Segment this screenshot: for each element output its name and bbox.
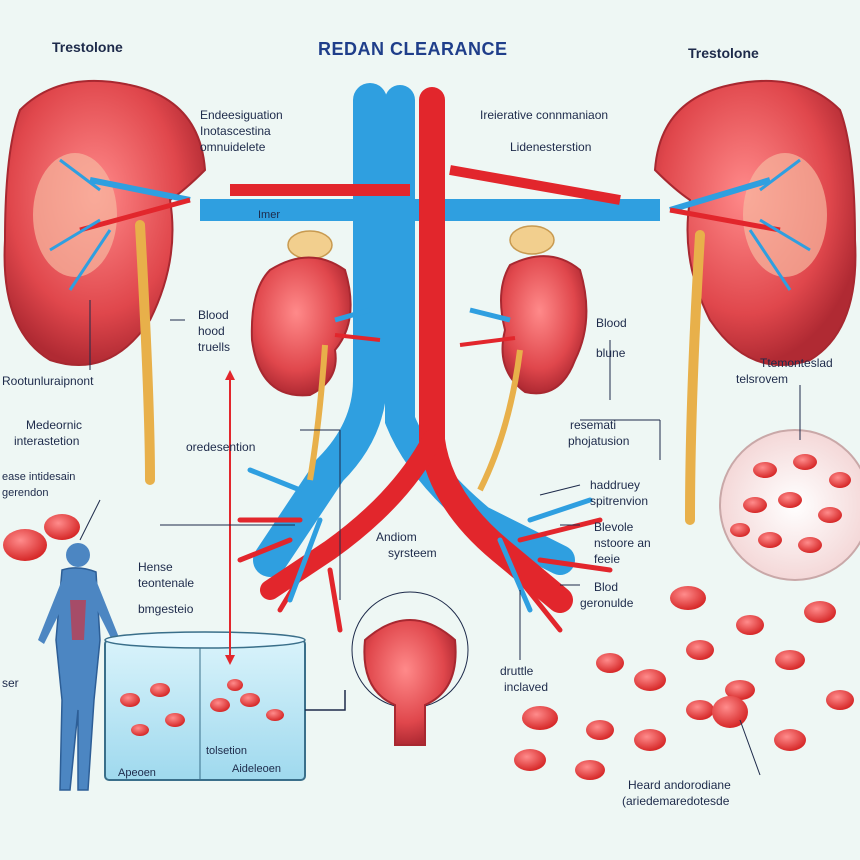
small-left-kidney xyxy=(250,230,381,481)
label-ease-1: ease intidesain xyxy=(2,471,76,483)
label-blood-left-1: Blood xyxy=(198,308,229,322)
human-figure xyxy=(38,543,120,791)
small-right-kidney xyxy=(459,225,588,492)
label-blevole-3: feeie xyxy=(594,552,621,566)
label-inter-comm: Ireierative connmaniaon xyxy=(480,108,609,122)
label-endo-3: omnuidelete xyxy=(200,140,266,154)
clearance-tank xyxy=(104,631,346,781)
label-blood-ger-2: geronulde xyxy=(580,596,634,610)
label-leaders xyxy=(79,300,801,776)
label-resem-2: phojatusion xyxy=(568,434,630,448)
label-tag-imer: Imer xyxy=(258,209,280,221)
label-blood-left-3: truells xyxy=(198,340,231,354)
label-endo-2: Inotascestina xyxy=(200,124,271,138)
diagram-title: REDAN CLEARANCE xyxy=(318,39,508,59)
label-top-right: Trestolone xyxy=(688,45,759,61)
label-heard-1: Heard andorodiane xyxy=(628,778,731,792)
label-dru-2: inclaved xyxy=(504,680,549,694)
label-lide: Lidenesterstion xyxy=(510,140,592,154)
left-kidney xyxy=(3,79,207,485)
label-blood-right-2: blune xyxy=(596,346,626,360)
label-endo-1: Endeesiguation xyxy=(200,108,283,122)
label-aideden: Aideleoen xyxy=(232,763,281,775)
label-blood-left-2: hood xyxy=(198,324,225,338)
label-blood-ger-1: Blod xyxy=(594,580,619,594)
label-mede-2: interastetion xyxy=(14,434,80,448)
label-apeden: Apeoen xyxy=(118,767,156,779)
label-hadd-1: haddruey xyxy=(590,478,641,492)
central-artery xyxy=(230,87,621,613)
label-mede-1: Medeornic xyxy=(26,418,83,432)
label-bmg: bmgesteio xyxy=(138,602,194,616)
label-dru-1: druttle xyxy=(500,664,534,678)
label-ease-2: gerendon xyxy=(2,487,49,499)
label-blevole-1: Blevole xyxy=(594,520,634,534)
label-ore: oredesention xyxy=(186,440,256,454)
lower-vessel-branches xyxy=(237,467,613,633)
blood-cell-stream xyxy=(514,586,854,780)
label-top-left: Trestolone xyxy=(52,39,123,55)
label-heard-2: (ariedemaredotesde xyxy=(622,794,730,808)
label-blevole-2: nstoore an xyxy=(594,536,651,550)
label-rootun: Rootunluraipnont xyxy=(2,374,94,388)
cell-zoom-circle xyxy=(719,429,860,581)
label-andiom-1: Andiom xyxy=(376,530,417,544)
label-hadd-2: spitrenvion xyxy=(590,494,649,508)
left-blood-cells xyxy=(3,514,80,561)
label-resem-1: resemati xyxy=(570,418,617,432)
transfer-arrow xyxy=(225,370,235,665)
right-kidney xyxy=(653,79,857,525)
label-tolsetion: tolsetion xyxy=(206,745,247,757)
bladder xyxy=(351,591,469,746)
label-tempo-1: Ttemonteslad xyxy=(760,356,833,370)
label-tempo-2: telsrovem xyxy=(736,372,789,386)
label-andiom-2: syrsteem xyxy=(388,546,437,560)
label-hense-1: Hense xyxy=(138,560,173,574)
label-blood-right-1: Blood xyxy=(596,316,627,330)
label-ser: ser xyxy=(2,676,19,690)
label-hense-2: teontenale xyxy=(138,576,195,590)
